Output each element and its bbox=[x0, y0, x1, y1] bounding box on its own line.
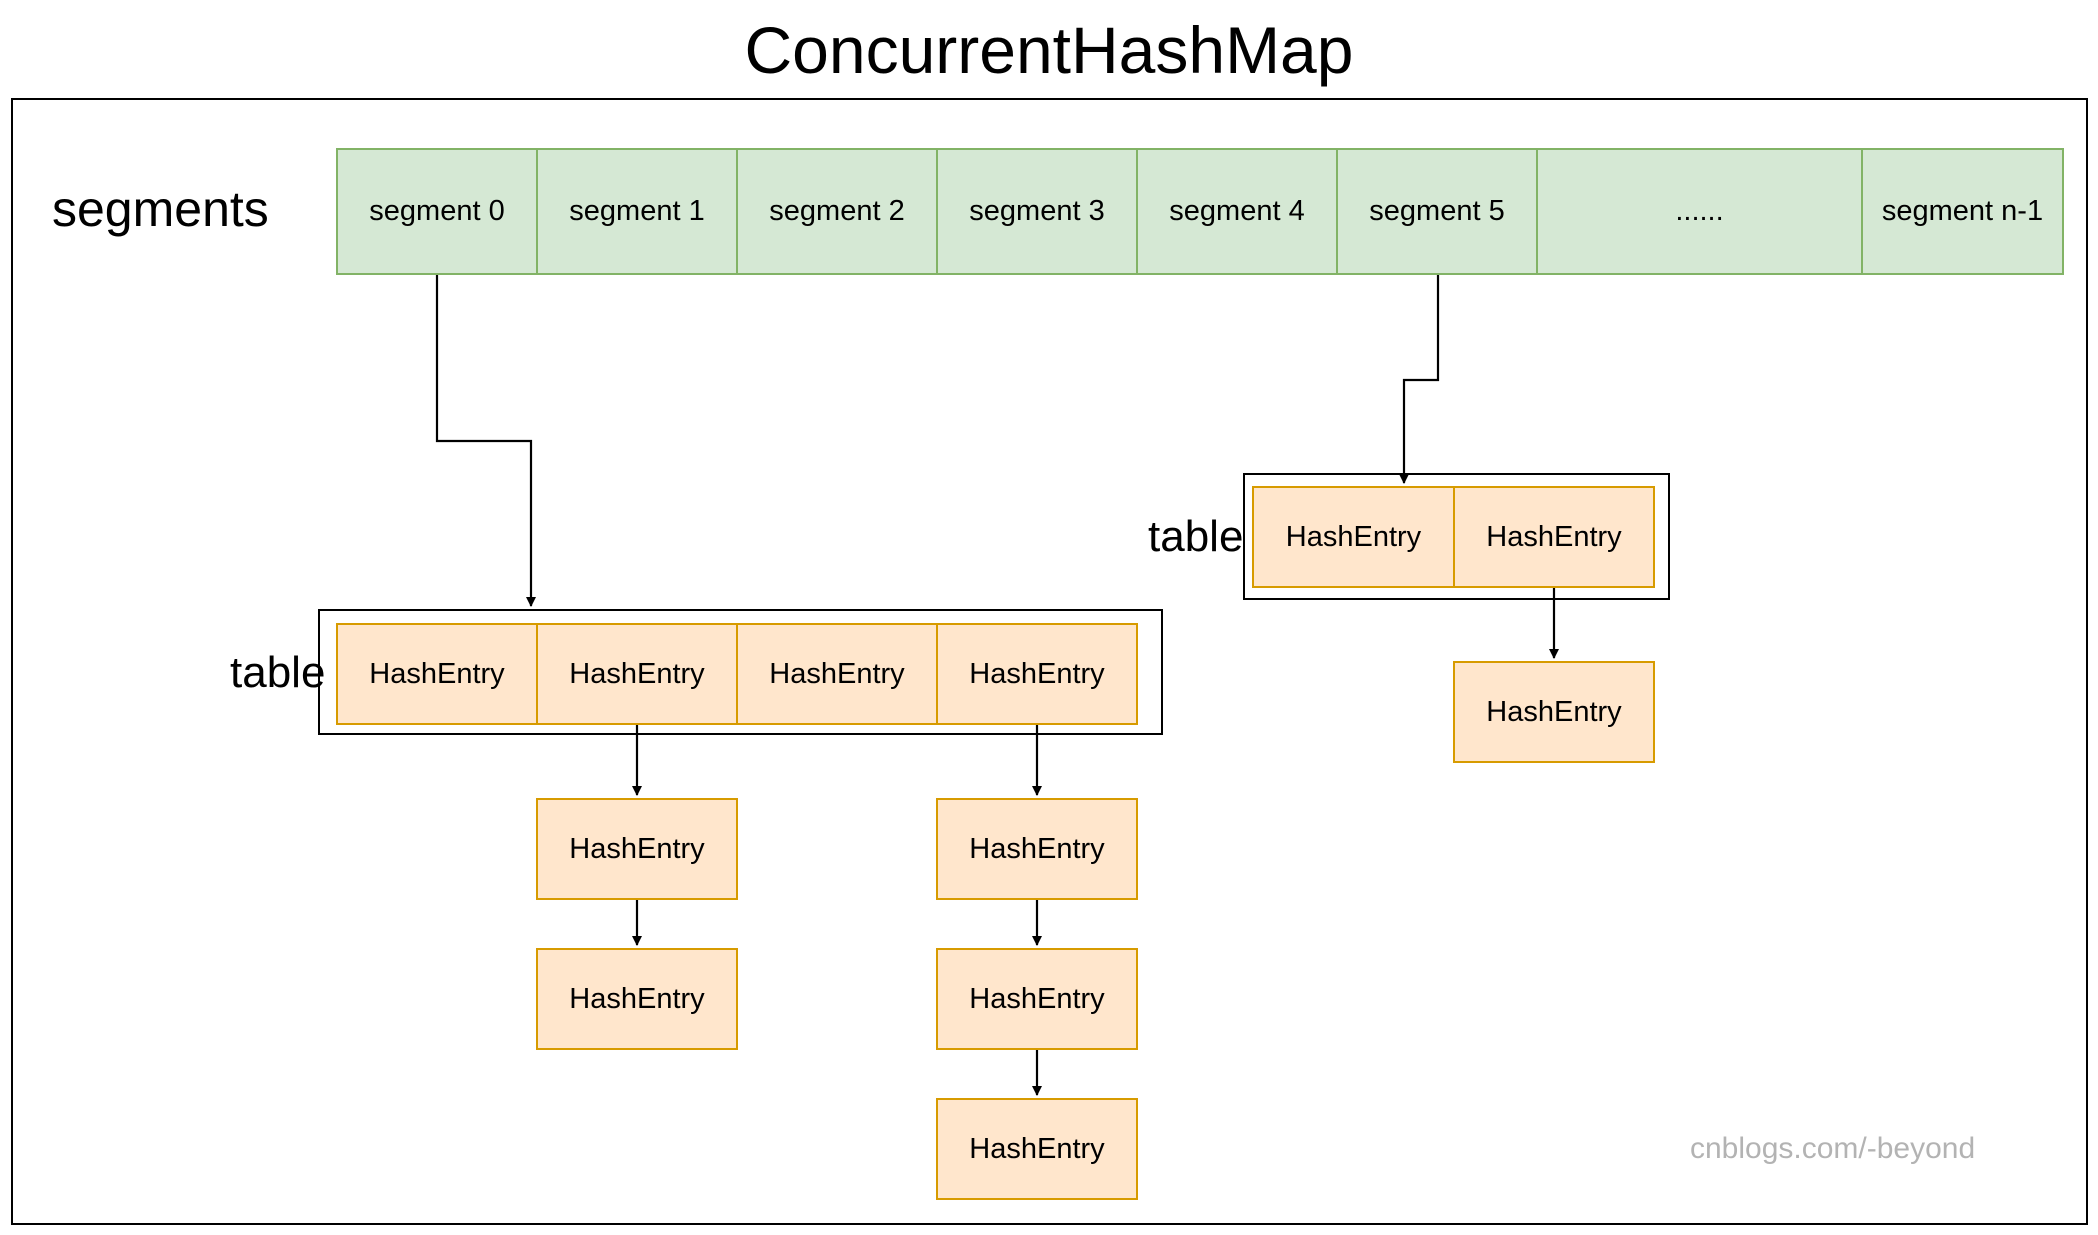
chain-entry1-node-2: HashEntry bbox=[536, 948, 738, 1050]
segment-4-cell: segment 4 bbox=[1136, 148, 1338, 275]
segment-ellipsis-cell: ...... bbox=[1536, 148, 1863, 275]
connector-segment0-to-table bbox=[435, 275, 536, 607]
watermark-text: cnblogs.com/-beyond bbox=[1690, 1132, 1976, 1165]
chain-entry3-node-2: HashEntry bbox=[936, 948, 1138, 1050]
chain-entry3-node-1: HashEntry bbox=[936, 798, 1138, 900]
segment-n-1-cell: segment n-1 bbox=[1861, 148, 2064, 275]
table0-hashentry-3: HashEntry bbox=[936, 623, 1138, 725]
segment-5-table-frame bbox=[1243, 473, 1670, 600]
segment-5-cell: segment 5 bbox=[1336, 148, 1538, 275]
chain-entry3-node-3: HashEntry bbox=[936, 1098, 1138, 1200]
table0-hashentry-0: HashEntry bbox=[336, 623, 538, 725]
segment-2-cell: segment 2 bbox=[736, 148, 938, 275]
segment-0-table-frame bbox=[318, 609, 1163, 735]
segments-label: segments bbox=[52, 181, 269, 237]
concurrenthashmap-frame bbox=[11, 98, 2088, 1225]
segment-0-table-label: table bbox=[230, 648, 326, 697]
chain-entry1-node-1: HashEntry bbox=[536, 798, 738, 900]
segment-3-cell: segment 3 bbox=[936, 148, 1138, 275]
table5-hashentry-0: HashEntry bbox=[1252, 486, 1455, 588]
table5-hashentry-1: HashEntry bbox=[1453, 486, 1655, 588]
table0-hashentry-2: HashEntry bbox=[736, 623, 938, 725]
segment-5-table-label: table bbox=[1148, 512, 1244, 561]
table0-hashentry-1: HashEntry bbox=[536, 623, 738, 725]
connector-segment5-to-table bbox=[1399, 275, 1440, 484]
chain-table5-node-1: HashEntry bbox=[1453, 661, 1655, 763]
segment-1-cell: segment 1 bbox=[536, 148, 738, 275]
diagram-title: ConcurrentHashMap bbox=[744, 13, 1354, 87]
segment-0-cell: segment 0 bbox=[336, 148, 538, 275]
